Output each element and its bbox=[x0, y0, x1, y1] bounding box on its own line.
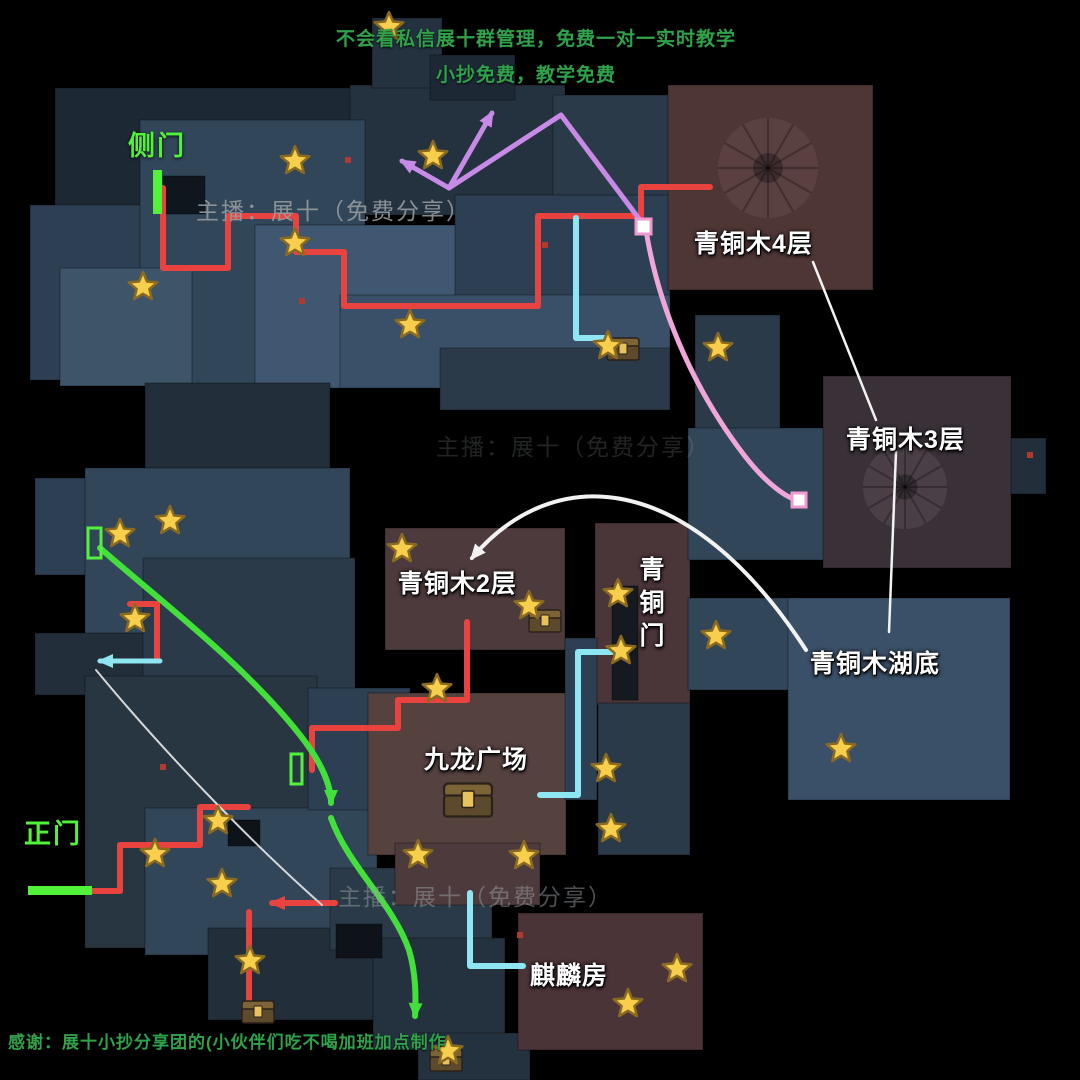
map-region bbox=[335, 923, 383, 959]
star-marker bbox=[119, 602, 151, 633]
route-violet-main bbox=[399, 112, 646, 227]
star-marker bbox=[513, 589, 545, 620]
route-cyan-mid bbox=[537, 649, 619, 798]
star-marker bbox=[825, 732, 857, 763]
star-marker bbox=[206, 867, 238, 898]
spiral-stair-icon bbox=[718, 118, 818, 218]
star-marker bbox=[127, 270, 159, 301]
route-node-lake bbox=[790, 491, 808, 509]
route-white-3f-to-lake bbox=[887, 450, 898, 634]
route-cyan-top bbox=[573, 215, 609, 341]
star-marker bbox=[386, 532, 418, 563]
streamer-watermark-bottom: 主播：展十（免费分享） bbox=[338, 884, 613, 910]
star-marker bbox=[702, 331, 734, 362]
label-kirin-room: 麒麟房 bbox=[530, 962, 609, 990]
star-marker bbox=[139, 837, 171, 868]
star-marker bbox=[612, 987, 644, 1018]
route-green-main-upper bbox=[97, 545, 338, 806]
label-bronze-gate: 青铜门 bbox=[636, 556, 664, 655]
map-marker-dot bbox=[345, 157, 351, 163]
label-side-door: 侧门 bbox=[128, 131, 186, 161]
route-white-thin-arc bbox=[95, 669, 323, 906]
star-marker bbox=[394, 308, 426, 339]
star-marker bbox=[592, 329, 624, 360]
map-region bbox=[144, 382, 331, 479]
map-region bbox=[349, 84, 566, 216]
map-marker-dot bbox=[1027, 452, 1033, 458]
map-marker-dot bbox=[542, 242, 548, 248]
star-marker bbox=[202, 804, 234, 835]
star-marker bbox=[661, 952, 693, 983]
credit-text: 感谢：展十小抄分享团的(小伙伴们吃不喝加班加点制作 bbox=[8, 1033, 447, 1052]
map-region bbox=[594, 522, 691, 706]
label-bronze-3f: 青铜木3层 bbox=[846, 426, 965, 454]
star-marker bbox=[154, 504, 186, 535]
map-marker-dot bbox=[517, 932, 523, 938]
star-marker bbox=[417, 139, 449, 170]
map-regions bbox=[29, 17, 1047, 1080]
star-marker bbox=[234, 944, 266, 975]
route-red-gate-steps bbox=[89, 804, 251, 894]
label-kowloon-plaza: 九龙广场 bbox=[424, 746, 529, 774]
treasure-chest-icon bbox=[241, 1000, 275, 1024]
star-marker bbox=[602, 577, 634, 608]
star-marker bbox=[432, 1034, 464, 1065]
star-marker bbox=[508, 839, 540, 870]
streamer-watermark-top: 主播：展十（免费分享） bbox=[196, 198, 471, 224]
star-marker bbox=[590, 752, 622, 783]
route-red-top bbox=[160, 185, 644, 309]
star-marker bbox=[402, 838, 434, 869]
route-red-center bbox=[309, 619, 470, 773]
main-gate-marker bbox=[28, 886, 92, 895]
map-region bbox=[372, 937, 506, 1051]
door-marker-center bbox=[289, 752, 304, 786]
spiral-stair-icon bbox=[863, 445, 947, 529]
route-red-top-branch bbox=[638, 184, 713, 219]
route-violet-branch bbox=[446, 110, 495, 191]
star-marker bbox=[104, 517, 136, 548]
label-bronze-lake: 青铜木湖底 bbox=[810, 650, 941, 678]
map-region bbox=[59, 267, 193, 387]
star-marker bbox=[605, 634, 637, 665]
map-marker-dot bbox=[299, 298, 305, 304]
star-marker bbox=[595, 812, 627, 843]
label-bronze-2f: 青铜木2层 bbox=[398, 570, 517, 598]
star-marker bbox=[421, 672, 453, 703]
promo-text-line2: 小抄免费，教学免费 bbox=[436, 65, 617, 86]
map-region bbox=[687, 597, 796, 691]
star-markers bbox=[104, 10, 857, 1065]
label-main-gate: 正门 bbox=[24, 819, 82, 849]
star-marker bbox=[373, 10, 405, 41]
map-region bbox=[517, 912, 704, 1051]
star-marker bbox=[700, 619, 732, 650]
route-white-4f-to-3f bbox=[811, 260, 878, 422]
star-marker bbox=[279, 144, 311, 175]
star-marker bbox=[279, 226, 311, 257]
label-bronze-4f: 青铜木4层 bbox=[694, 230, 813, 258]
route-green-main-lower bbox=[328, 815, 423, 1019]
map-marker-dot bbox=[160, 764, 166, 770]
side-door-marker bbox=[153, 170, 162, 214]
map-region bbox=[787, 597, 1011, 801]
promo-text-line1: 不会看私信展十群管理，免费一对一实时教学 bbox=[336, 29, 737, 50]
route-white-lake-to-2f bbox=[470, 494, 808, 652]
route-cyan-bottom bbox=[467, 890, 526, 969]
streamer-watermark-mid: 主播：展十（免费分享） bbox=[436, 434, 711, 460]
route-red-left bbox=[127, 601, 160, 661]
treasure-chest-icon bbox=[442, 782, 494, 818]
route-pink-curve bbox=[644, 233, 800, 503]
map-region bbox=[429, 54, 516, 101]
map-region bbox=[1007, 437, 1047, 495]
map-region bbox=[162, 175, 206, 215]
door-marker-mid bbox=[86, 526, 103, 560]
route-node-top bbox=[634, 217, 653, 236]
